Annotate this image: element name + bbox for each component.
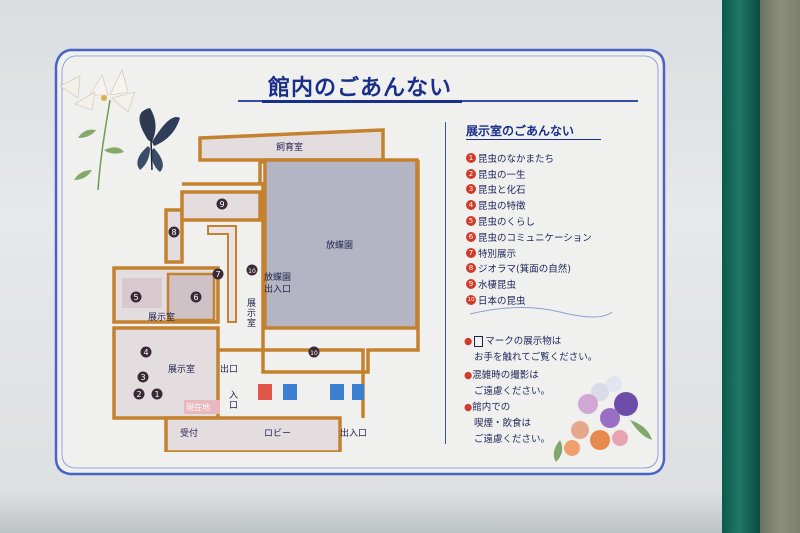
marker-8: 8: [171, 228, 176, 237]
title-underline-bold: [262, 100, 462, 103]
marker-1: 1: [154, 390, 159, 399]
legend-label: 昆虫のくらし: [478, 217, 536, 229]
hand-mark-icon: [474, 336, 484, 347]
notice-line: ご遠慮ください。: [474, 386, 551, 397]
label-breeding: 飼育室: [276, 143, 304, 153]
legend-underline: [466, 139, 601, 140]
room-5-area: [122, 278, 162, 308]
label-butterfly-entrance-2: 出入口: [264, 285, 292, 295]
notice-line: 喫煙・飲食は: [474, 418, 532, 429]
legend-label: 昆虫のなかまたち: [478, 153, 555, 165]
legend-label: 日本の昆虫: [478, 296, 526, 308]
legend-num: 5: [466, 216, 476, 227]
bullet-icon: ●: [464, 336, 473, 347]
label-exhibit-lower: 展示室: [168, 365, 196, 375]
wheelchair-icon: [330, 384, 344, 400]
marker-10a: 10: [248, 268, 256, 275]
legend-num: 2: [466, 168, 476, 179]
legend-num: 7: [466, 247, 476, 258]
legend-num: 10: [466, 295, 476, 306]
legend-label: 水棲昆虫: [478, 280, 517, 292]
marker-9: 9: [219, 200, 224, 209]
wall-right: [760, 0, 800, 533]
label-reception: 受付: [180, 429, 199, 439]
bullet-icon: ●: [464, 370, 473, 381]
marker-6: 6: [193, 293, 198, 302]
legend-num: 6: [466, 231, 476, 242]
legend-num: 8: [466, 263, 476, 274]
label-lobby: ロビー: [264, 429, 292, 439]
bullet-icon: ●: [464, 402, 473, 413]
legend-num: 1: [466, 152, 476, 163]
marker-7: 7: [215, 270, 220, 279]
marker-3: 3: [140, 373, 145, 382]
label-exhibit-upper: 展示室: [148, 313, 176, 323]
legend-label: 昆虫の特徴: [478, 201, 526, 213]
marker-2: 2: [136, 390, 141, 399]
label-exit: 出口: [220, 365, 239, 375]
notice-line: マークの展示物は: [485, 336, 562, 347]
toilet-male-icon: [283, 384, 297, 400]
legend-title: 展示室のごあんない: [466, 124, 575, 138]
legend-label: 昆虫の一生: [478, 169, 526, 181]
legend-label: 昆虫のコミュニケーション: [478, 232, 592, 244]
toilet-female-icon: [258, 384, 272, 400]
notice-line: 混雑時の撮影は: [472, 370, 539, 381]
marker-4: 4: [143, 348, 148, 357]
notice-smoking: ●館内での 喫煙・飲食は ご遠慮ください。: [464, 400, 550, 448]
board-shadow: [0, 492, 722, 533]
label-butterfly-house: 放蝶園: [326, 241, 354, 251]
phone-icon: [352, 384, 364, 400]
legend-label: 昆虫と化石: [478, 185, 526, 197]
legend-label: 特別展示: [478, 248, 517, 260]
floor-plan: 1 2 3 4 5 6 7 8 9 10 10 飼育室 放蝶園 放蝶園 出入口 …: [108, 122, 428, 454]
current-location-marker: [184, 400, 220, 414]
label-butterfly-entrance-1: 放蝶園: [264, 273, 292, 283]
legend-num: 3: [466, 184, 476, 195]
notice-touch: ● マークの展示物は お手を触れてご覧ください。: [464, 334, 597, 366]
butterfly-garden: [263, 158, 419, 330]
marker-5: 5: [133, 293, 138, 302]
notice-line: ご遠慮ください。: [474, 434, 551, 445]
label-entrance: 入口: [227, 390, 237, 410]
marker-10b: 10: [310, 350, 318, 357]
page-title: 館内のごあんない: [267, 76, 452, 101]
label-current-location: 現在地: [186, 403, 210, 412]
label-main-entrance: 出入口: [340, 429, 368, 439]
green-frame-edge: [722, 0, 760, 533]
legend-num: 9: [466, 279, 476, 290]
label-exhibit-vertical: 展示室: [245, 298, 255, 328]
legend-label: ジオラマ(箕面の自然): [478, 264, 571, 276]
notice-line: 館内での: [472, 402, 511, 413]
legend-num: 4: [466, 200, 476, 211]
notice-line: お手を触れてご覧ください。: [474, 352, 598, 363]
column-divider: [445, 122, 446, 444]
floor-plan-map: 1 2 3 4 5 6 7 8 9 10 10: [112, 128, 420, 454]
notice-photo: ●混雑時の撮影は ご遠慮ください。: [464, 368, 550, 400]
